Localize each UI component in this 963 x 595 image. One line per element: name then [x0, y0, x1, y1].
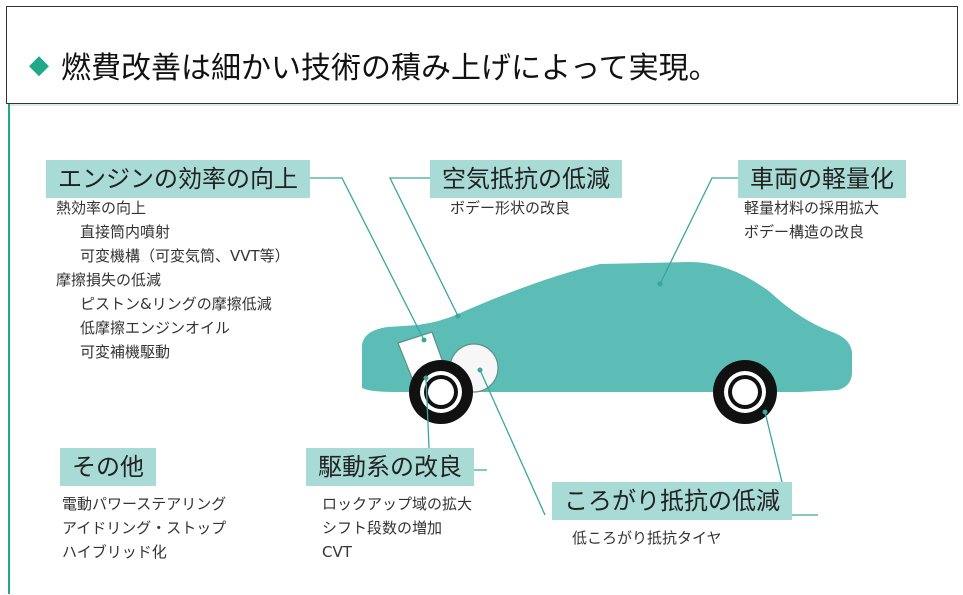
- rear-wheel: [713, 360, 777, 424]
- page-title: ◆ 燃費改善は細かい技術の積み上げによって実現。: [29, 43, 719, 87]
- air-resistance-heading: 空気抵抗の低減: [430, 160, 622, 198]
- page-title-text: 燃費改善は細かい技術の積み上げによって実現。: [61, 51, 719, 86]
- lightweighting-list: 軽量材料の採用拡大 ボデー構造の改良: [744, 196, 879, 244]
- engine-efficiency-heading: エンジンの効率の向上: [46, 160, 310, 198]
- list-item: 直接筒内噴射: [80, 223, 171, 241]
- list-item: 軽量材料の採用拡大: [744, 199, 880, 217]
- other-heading: その他: [60, 448, 156, 486]
- list-item: シフト段数の増加: [322, 519, 443, 537]
- list-item: 熱効率の向上: [56, 199, 147, 217]
- air-resistance-list: ボデー形状の改良: [450, 196, 570, 220]
- list-item: ロックアップ域の拡大: [322, 495, 473, 513]
- list-item: 摩擦損失の低減: [56, 271, 162, 289]
- drivetrain-list: ロックアップ域の拡大 シフト段数の増加 CVT: [322, 492, 472, 564]
- list-item: ハイブリッド化: [62, 543, 167, 561]
- list-item: 低摩擦エンジンオイル: [80, 319, 231, 337]
- leader-line-aero: [388, 177, 459, 317]
- list-item: 可変補機駆動: [80, 343, 171, 361]
- title-box: ◆ 燃費改善は細かい技術の積み上げによって実現。: [6, 6, 958, 104]
- rolling-resistance-list: 低ころがり抵抗タイヤ: [572, 526, 722, 550]
- list-item: 電動パワーステアリング: [62, 495, 227, 513]
- list-item: 低ころがり抵抗タイヤ: [572, 529, 722, 547]
- left-accent-rule: [8, 104, 10, 594]
- leader-line-transmission: [479, 369, 546, 516]
- list-item: ピストン&リングの摩擦低減: [80, 295, 272, 313]
- leader-line-weight: [659, 177, 738, 285]
- list-item: CVT: [322, 543, 352, 561]
- list-item: ボデー構造の改良: [744, 223, 865, 241]
- drivetrain-heading: 駆動系の改良: [306, 448, 474, 486]
- lightweighting-heading: 車両の軽量化: [738, 160, 906, 198]
- leader-line-engine: [300, 177, 425, 341]
- divider-line: [10, 104, 960, 106]
- front-wheel: [409, 360, 473, 424]
- rolling-resistance-heading: ころがり抵抗の低減: [552, 482, 792, 520]
- list-item: アイドリング・ストップ: [62, 519, 227, 537]
- other-list: 電動パワーステアリング アイドリング・ストップ ハイブリッド化: [62, 492, 226, 564]
- list-item: ボデー形状の改良: [450, 199, 571, 217]
- list-item: 可変機構（可変気筒、VVT等）: [80, 247, 290, 265]
- engine-efficiency-list: 熱効率の向上 直接筒内噴射 可変機構（可変気筒、VVT等） 摩擦損失の低減 ピス…: [56, 196, 290, 364]
- diamond-bullet-icon: ◆: [29, 50, 49, 80]
